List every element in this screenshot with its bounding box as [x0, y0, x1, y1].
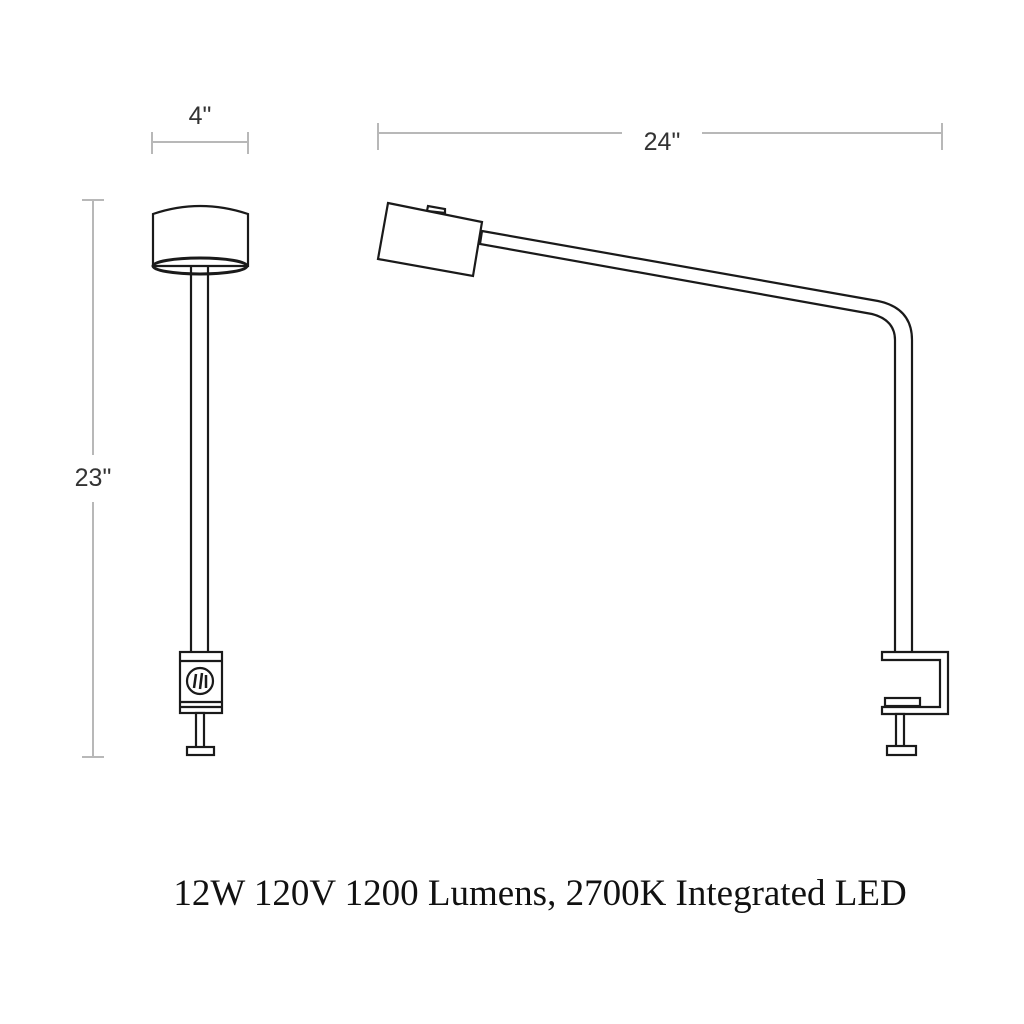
side-clamp: [880, 650, 950, 716]
clamp-knob-icon: [185, 666, 215, 696]
front-shade: [151, 204, 250, 268]
width-side-dimension: 24": [377, 123, 943, 156]
height-label: 23": [75, 464, 112, 492]
width-front-dimension: 4": [151, 102, 249, 154]
spec-caption: 12W 120V 1200 Lumens, 2700K Integrated L…: [173, 873, 907, 914]
side-view-lamp: [376, 201, 950, 757]
front-view-lamp: [151, 204, 250, 757]
height-dimension: 23": [75, 199, 112, 758]
side-arm: [478, 229, 914, 656]
width-front-label: 4": [189, 102, 212, 130]
front-pole: [189, 260, 210, 658]
side-head: [376, 201, 484, 278]
width-side-label: 24": [644, 128, 681, 156]
